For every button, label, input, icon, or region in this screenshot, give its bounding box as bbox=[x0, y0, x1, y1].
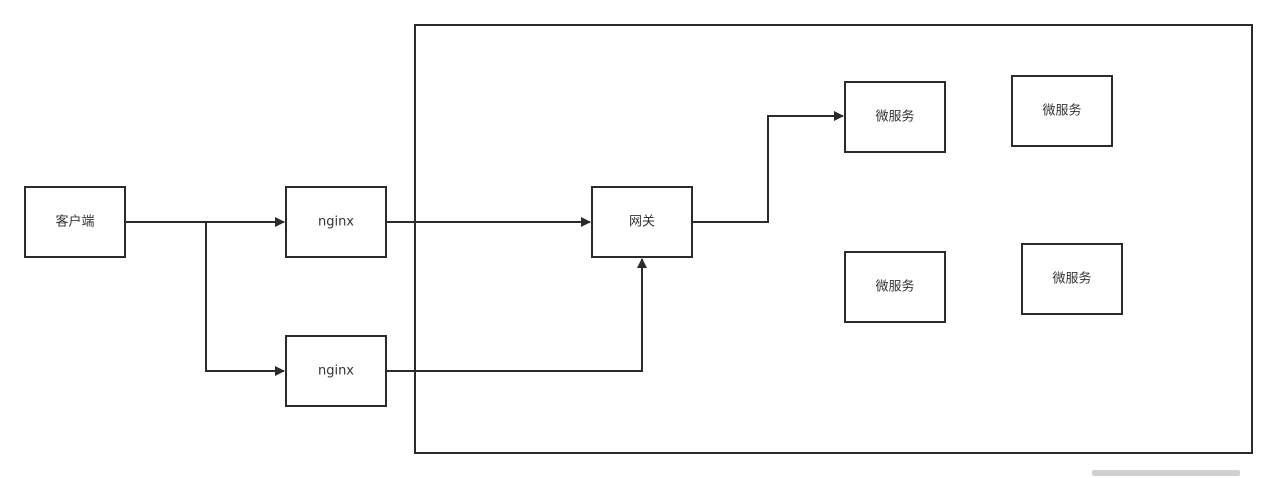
service-node-4: 微服务 bbox=[1021, 243, 1123, 315]
service-4-label: 微服务 bbox=[1052, 271, 1091, 287]
edge-gateway-to-service bbox=[692, 111, 844, 223]
service-node-1: 微服务 bbox=[844, 81, 946, 153]
nginx-node-bottom: nginx bbox=[285, 335, 387, 407]
nginx-node-top: nginx bbox=[285, 186, 387, 258]
edge-nginx-bottom-to-gateway bbox=[386, 258, 647, 372]
gateway-node: 网关 bbox=[591, 186, 693, 258]
service-1-label: 微服务 bbox=[875, 109, 914, 125]
nginx-bottom-label: nginx bbox=[318, 364, 354, 379]
watermark-fragment bbox=[1092, 470, 1240, 476]
client-label: 客户端 bbox=[55, 214, 94, 230]
service-node-3: 微服务 bbox=[844, 251, 946, 323]
service-cluster-boundary bbox=[414, 24, 1253, 454]
service-3-label: 微服务 bbox=[875, 279, 914, 295]
client-node: 客户端 bbox=[24, 186, 126, 258]
edge-client-to-nginx-bottom bbox=[205, 222, 285, 376]
gateway-label: 网关 bbox=[629, 215, 655, 230]
service-2-label: 微服务 bbox=[1042, 103, 1081, 119]
service-node-2: 微服务 bbox=[1011, 75, 1113, 147]
nginx-top-label: nginx bbox=[318, 215, 354, 230]
